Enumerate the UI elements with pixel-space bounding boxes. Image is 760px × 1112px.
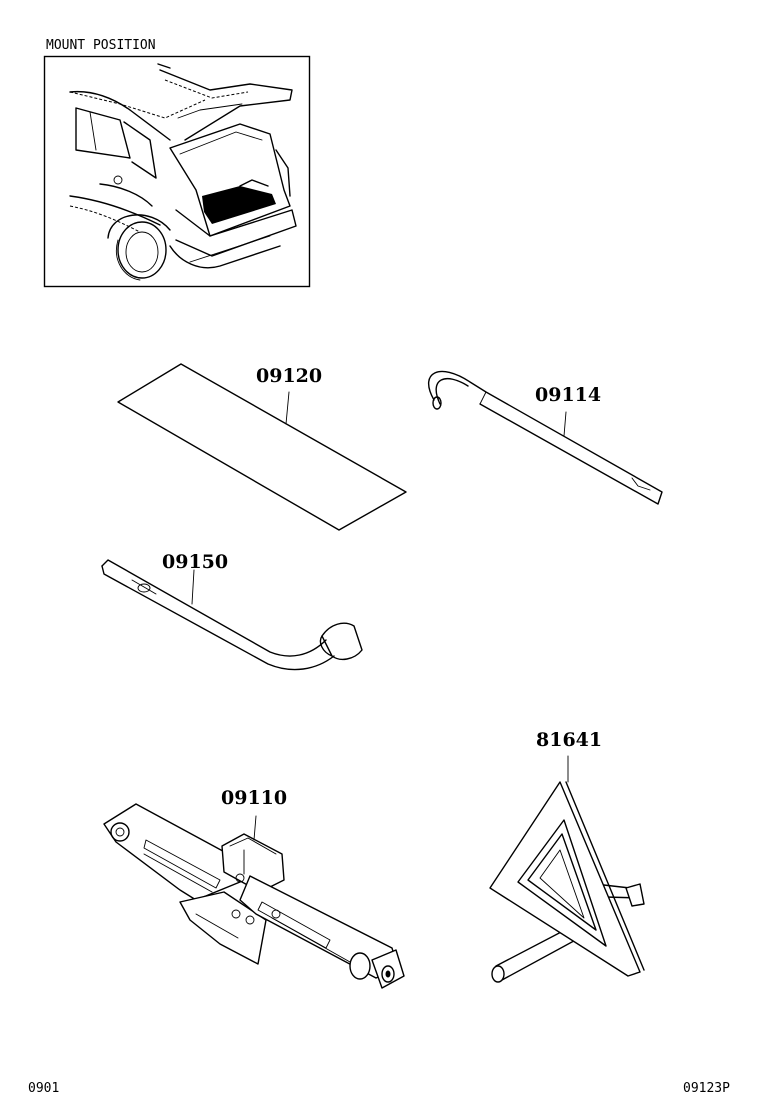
inset-title: MOUNT POSITION <box>46 38 156 53</box>
footer-right-code: 09123P <box>683 1081 730 1096</box>
part-number-09150: 09150 <box>162 551 228 573</box>
vehicle-rear-illustration <box>69 63 297 281</box>
footer-left-code: 0901 <box>28 1081 59 1096</box>
part-jack-handle <box>428 370 663 505</box>
mount-position-inset <box>43 55 311 288</box>
part-number-09120: 09120 <box>256 365 322 387</box>
part-wheel-nut-wrench <box>101 559 363 671</box>
part-warning-triangle <box>489 755 645 983</box>
part-number-09114: 09114 <box>535 384 601 406</box>
part-number-81641: 81641 <box>536 729 602 751</box>
part-number-09110: 09110 <box>221 787 287 809</box>
part-mat <box>117 363 407 531</box>
part-scissor-jack <box>103 803 405 989</box>
